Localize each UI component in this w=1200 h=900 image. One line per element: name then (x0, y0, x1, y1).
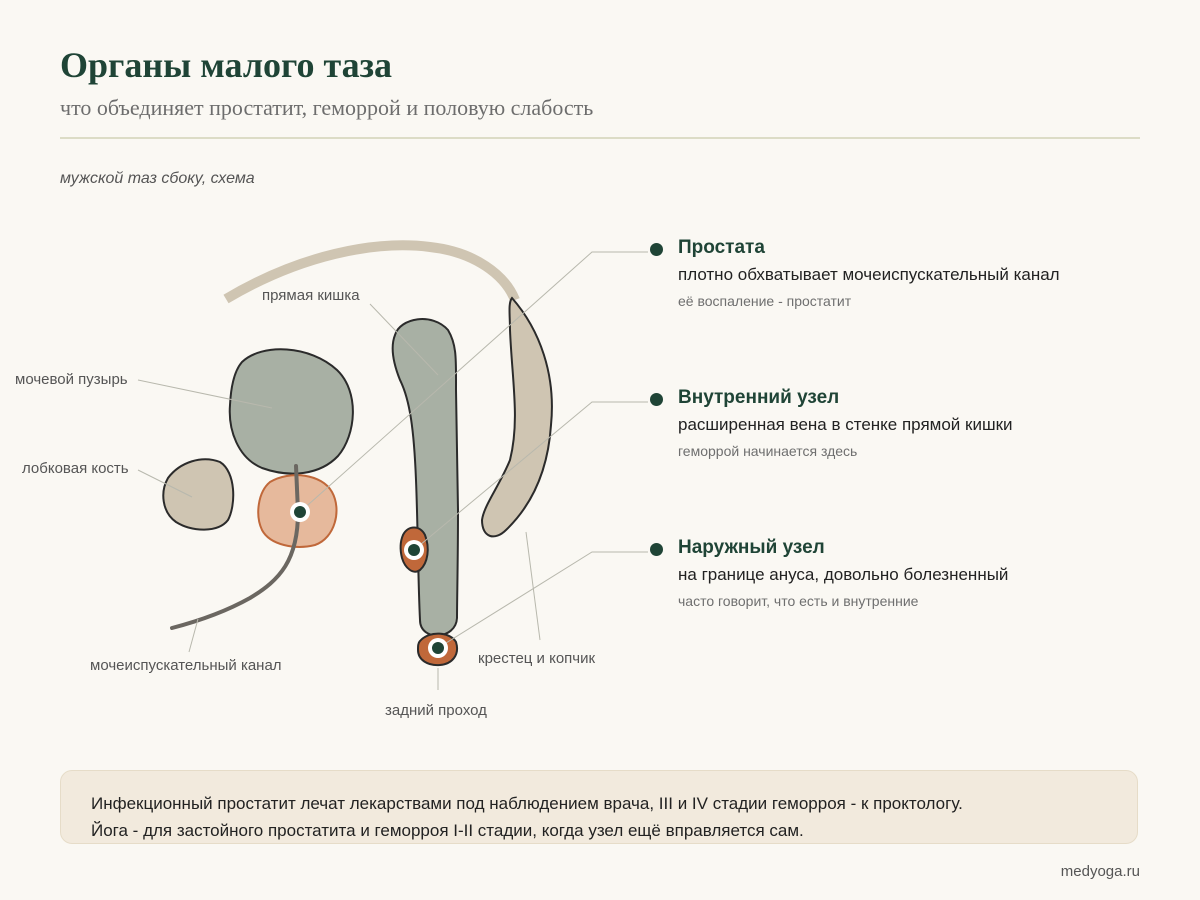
legend-note: часто говорит, что есть и внутренние (678, 593, 919, 609)
marker-external-node (428, 638, 448, 658)
leader-external (437, 551, 648, 649)
label-rectum: прямая кишка (262, 287, 360, 304)
marker-internal-node (404, 540, 424, 560)
note-line-2: Йога - для застойного простатита и гемор… (91, 821, 804, 840)
legend-note: геморрой начинается здесь (678, 443, 858, 459)
pubic-bone (162, 458, 235, 531)
label-urethra: мочеиспускательный канал (90, 657, 282, 674)
legend-title: Простата (678, 237, 765, 258)
info-note-box: Инфекционный простатит лечат лекарствами… (60, 770, 1138, 844)
leader-internal (413, 401, 648, 551)
bladder (228, 348, 354, 475)
legend-dot (650, 393, 663, 406)
label-bladder: мочевой пузырь (15, 371, 128, 388)
legend-note: её воспаление - простатит (678, 293, 852, 309)
legend-title: Внутренний узел (678, 387, 840, 408)
legend-desc: плотно обхватывает мочеиспускательный ка… (678, 265, 1060, 284)
leader-rectum (369, 303, 439, 376)
sacrum-coccyx (480, 296, 553, 538)
rectum (391, 318, 460, 637)
leader-bladder (137, 379, 273, 409)
sacrum-arc (223, 240, 520, 304)
note-line-1: Инфекционный простатит лечат лекарствами… (91, 794, 963, 813)
legend-desc: на границе ануса, довольно болезненный (678, 565, 1009, 584)
leader-urethra (188, 618, 199, 653)
page-subtitle: что объединяет простатит, геморрой и пол… (60, 95, 594, 120)
urethra (170, 464, 301, 630)
legend-title: Наружный узел (678, 537, 825, 558)
header-divider (60, 137, 1140, 139)
legend-desc: расширенная вена в стенке прямой кишки (678, 415, 1013, 434)
label-sacrum: крестец и копчик (478, 650, 595, 667)
leader-pubic (137, 469, 193, 498)
marker-prostate (290, 502, 310, 522)
page-title: Органы малого таза (60, 45, 393, 85)
leader-sacrum (525, 531, 541, 641)
footer-site: medyoga.ru (1060, 863, 1140, 880)
label-pubic-bone: лобковая кость (22, 460, 129, 477)
leader-prostate (299, 251, 648, 513)
label-anus: задний проход (385, 702, 487, 719)
legend-dot (650, 243, 663, 256)
legend-dot (650, 543, 663, 556)
diagram-caption: мужской таз сбоку, схема (60, 170, 255, 187)
